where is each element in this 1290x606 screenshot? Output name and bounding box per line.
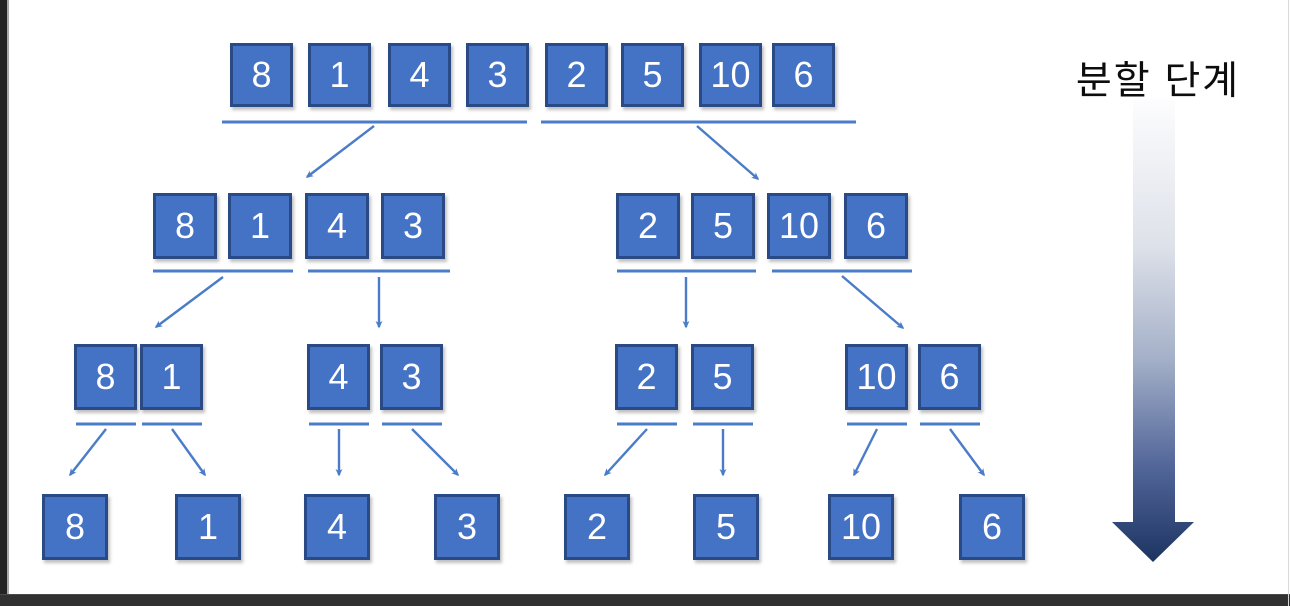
array-cell-level-4: 3	[434, 494, 500, 560]
array-cell-level-4: 10	[828, 494, 894, 560]
array-cell-level-2: 3	[381, 193, 445, 259]
array-cell-level-1: 1	[308, 43, 371, 107]
array-cell-level-2: 5	[691, 193, 755, 259]
right-edge-line	[1288, 0, 1289, 606]
array-cell-level-4: 8	[42, 494, 108, 560]
array-cell-level-3: 1	[140, 344, 203, 410]
array-cell-level-4: 4	[304, 494, 370, 560]
array-cell-level-2: 2	[616, 193, 680, 259]
gradient-down-arrow-icon	[1112, 98, 1194, 562]
left-edge-bar	[0, 0, 7, 606]
split-arrows-level-1	[305, 125, 760, 180]
array-cell-level-1: 10	[699, 43, 762, 107]
divide-stage-label: 분할 단계	[1075, 60, 1241, 103]
left-edge-highlight	[7, 0, 9, 606]
array-cell-level-3: 3	[380, 344, 443, 410]
array-cell-level-4: 2	[564, 494, 630, 560]
array-cell-level-2: 1	[228, 193, 292, 259]
array-cell-level-3: 10	[845, 344, 908, 410]
array-cell-level-3: 8	[74, 344, 137, 410]
array-cell-level-2: 8	[153, 193, 217, 259]
array-cell-level-4: 6	[959, 494, 1025, 560]
bottom-edge-bar	[0, 594, 1290, 606]
array-cell-level-1: 5	[621, 43, 684, 107]
array-cell-level-4: 1	[175, 494, 241, 560]
array-cell-level-4: 5	[693, 494, 759, 560]
array-cell-level-1: 2	[545, 43, 608, 107]
array-cell-level-2: 6	[844, 193, 908, 259]
split-arrows-level-3	[69, 428, 985, 477]
array-cell-level-1: 3	[466, 43, 529, 107]
array-cell-level-2: 4	[305, 193, 369, 259]
split-arrows-level-2	[154, 275, 905, 329]
array-cell-level-3: 6	[918, 344, 981, 410]
array-cell-level-2: 10	[767, 193, 831, 259]
array-cell-level-3: 2	[615, 344, 678, 410]
array-cell-level-3: 5	[691, 344, 754, 410]
array-cell-level-3: 4	[307, 344, 370, 410]
array-cell-level-1: 4	[388, 43, 451, 107]
array-cell-level-1: 8	[230, 43, 293, 107]
array-cell-level-1: 6	[772, 43, 835, 107]
